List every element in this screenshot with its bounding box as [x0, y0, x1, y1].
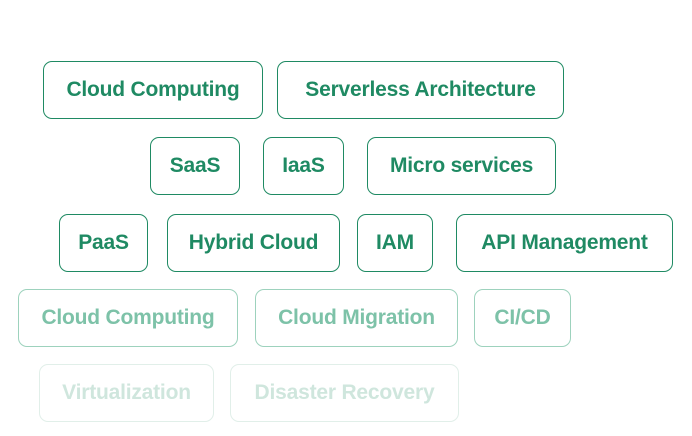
tag-chip-ci-cd[interactable]: CI/CD [474, 289, 571, 347]
tag-chip-iam[interactable]: IAM [357, 214, 433, 272]
tag-chip-saas[interactable]: SaaS [150, 137, 240, 195]
tag-chip-paas[interactable]: PaaS [59, 214, 148, 272]
tag-chip-micro-services[interactable]: Micro services [367, 137, 556, 195]
tag-chip-disaster-recovery[interactable]: Disaster Recovery [230, 364, 459, 422]
tag-chip-virtualization[interactable]: Virtualization [39, 364, 214, 422]
tag-chip-serverless-architecture[interactable]: Serverless Architecture [277, 61, 564, 119]
tag-chip-cloud-migration[interactable]: Cloud Migration [255, 289, 458, 347]
tag-chip-api-management[interactable]: API Management [456, 214, 673, 272]
tag-chip-cloud-computing[interactable]: Cloud Computing [43, 61, 263, 119]
tag-chip-cloud-computing-2[interactable]: Cloud Computing [18, 289, 238, 347]
tag-chip-hybrid-cloud[interactable]: Hybrid Cloud [167, 214, 340, 272]
tag-chip-iaas[interactable]: IaaS [263, 137, 344, 195]
